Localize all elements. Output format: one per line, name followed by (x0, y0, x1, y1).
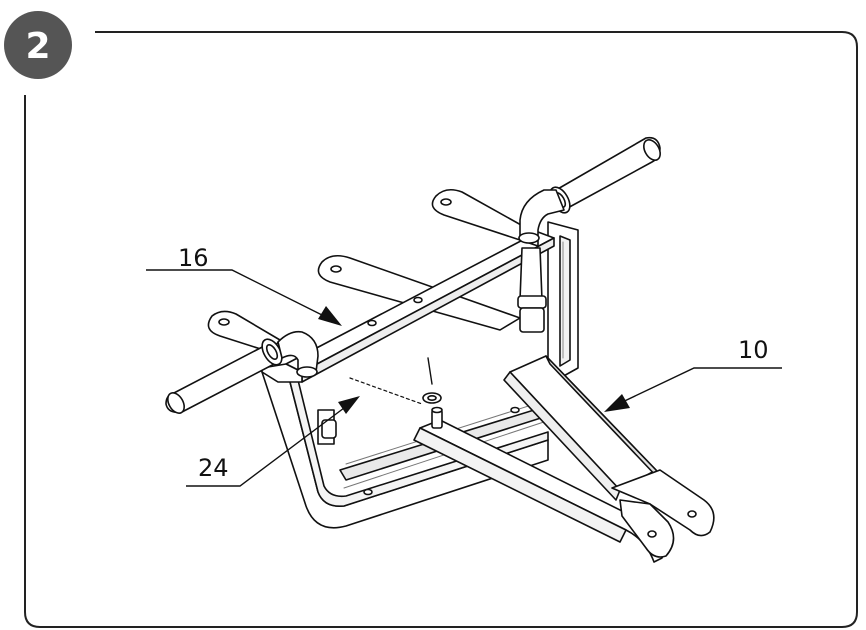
cross-bar-part-16 (261, 231, 555, 383)
right-end-tabs (611, 469, 715, 558)
callout-24-leader (186, 401, 353, 487)
lower-plate (413, 419, 666, 563)
fastener-part-24 (349, 357, 443, 429)
callout-16-label: 16 (178, 244, 209, 272)
callout-16-leader (146, 269, 337, 323)
callout-16-arrowhead (318, 306, 342, 326)
step-badge-circle (4, 11, 72, 79)
rear-mounting-tab (317, 254, 521, 331)
step-badge: 2 (4, 11, 72, 79)
pipe-assembly (165, 136, 661, 445)
step-number: 2 (25, 26, 50, 67)
callout-24: 24 (186, 396, 360, 487)
assembly-drawing (165, 136, 715, 563)
bracket-part-10 (503, 355, 661, 501)
callout-10: 10 (604, 336, 782, 412)
top-mounting-tab (431, 188, 531, 241)
callout-16: 16 (146, 244, 342, 326)
callout-10-leader (613, 367, 782, 407)
callout-10-label: 10 (738, 336, 769, 364)
panel-frame (24, 31, 858, 628)
callout-24-label: 24 (198, 454, 229, 482)
callout-10-arrowhead (604, 394, 630, 412)
callout-24-arrowhead (338, 396, 360, 414)
frame-back-plate (547, 221, 579, 379)
